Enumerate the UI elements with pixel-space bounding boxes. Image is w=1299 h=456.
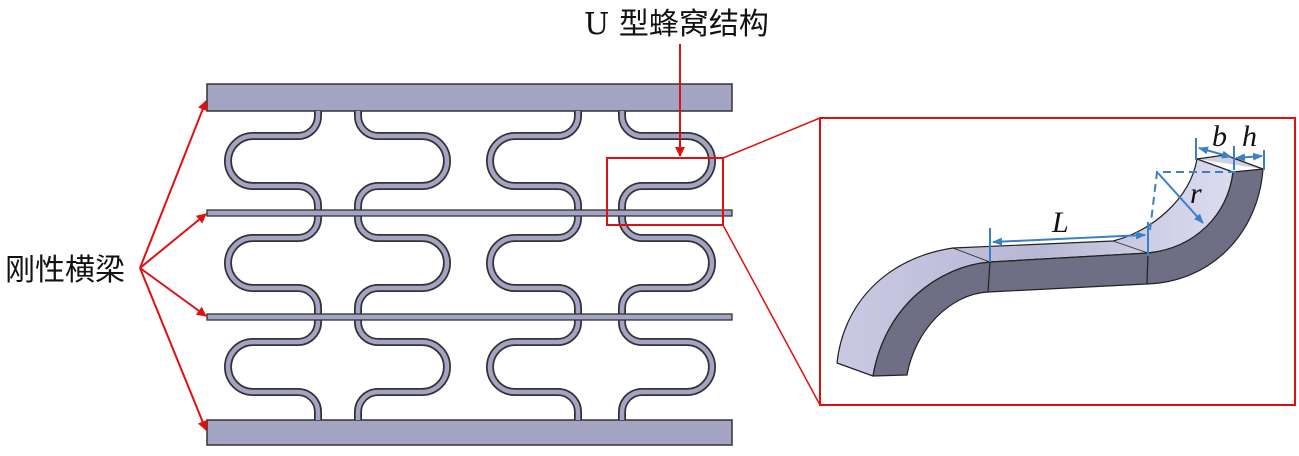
u-cell-r2-c2 [355,213,450,317]
dimension-lines [989,138,1265,262]
u-cell-r1-c2 [355,111,450,213]
u-cell-r3-c2 [354,317,451,420]
rigid-beam-2 [206,313,733,321]
u-cell-r2-c2 [354,213,451,317]
u-cell-r2-c1 [224,213,322,317]
top-plate [206,83,733,112]
u-cell-r2-c4 [618,213,716,317]
u-cell-r1-c3 [486,111,582,213]
u-honeycomb-cells [224,111,716,420]
width-arrow [1198,146,1232,159]
u-cell-r1-c1 [224,111,322,213]
u-cell-r3-c1 [224,317,322,420]
u-cell-r3-c4 [618,317,716,420]
u-cell-r3-c4 [619,317,715,420]
beam-arrows [139,100,208,431]
radius-construction [1149,171,1236,231]
beam-label: 刚性横梁 [5,253,125,288]
zoom-line-bottom [722,224,821,406]
zoom-line-top [722,117,821,159]
length-label: L [1051,206,1069,239]
u-cell-r3-c1 [225,317,321,420]
height-label: h [1242,120,1257,153]
radius-label: r [1190,177,1202,210]
width-label: b [1212,120,1227,153]
highlight-box [606,157,724,226]
u-cell-r3-c3 [487,317,581,420]
u-cell-r1-c2 [354,111,451,213]
u-cell-r2-c3 [487,213,581,317]
u-cell-r1-c1 [225,111,321,213]
u-cell-r2-c3 [486,213,582,317]
u-cell-r1-c4 [618,111,716,213]
u-cell-r1-c4 [619,111,715,213]
u-cell-r3-c2 [355,317,450,420]
radius-arrow [1157,172,1204,224]
rigid-beam-1 [206,209,733,217]
height-arrow [1235,152,1263,162]
u-cell-r2-c1 [225,213,321,317]
detail-box [819,117,1296,406]
u-cell-r2-c4 [619,213,715,317]
u-cell-r1-c3 [487,111,581,213]
structure-title: U 型蜂窝结构 [584,7,769,42]
bottom-plate [206,419,733,446]
u-cell-r3-c3 [486,317,582,420]
length-arrow [992,231,1146,246]
